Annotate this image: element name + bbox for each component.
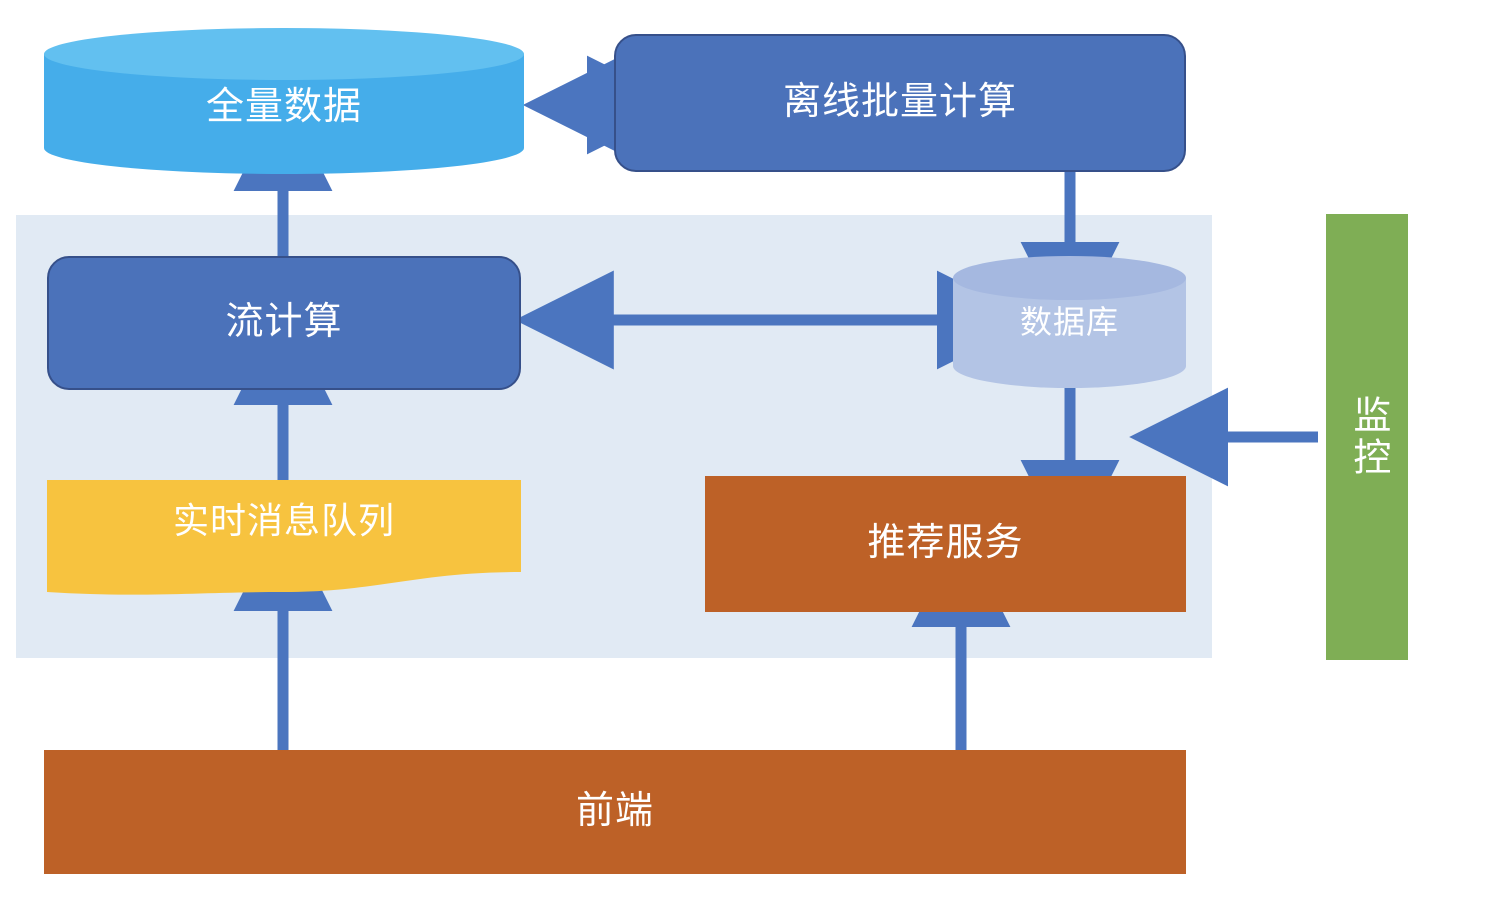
node-recommend-service-label: 推荐服务 [867,522,1024,565]
node-frontend[interactable]: 前端 [44,750,1186,874]
node-stream-compute-label: 流计算 [225,301,343,344]
node-monitor-label: 监控 [1346,395,1389,479]
node-monitor[interactable]: 监控 [1326,214,1408,660]
node-offline-batch[interactable]: 离线批量计算 [614,34,1186,172]
node-stream-compute[interactable]: 流计算 [47,256,521,390]
node-frontend-label: 前端 [575,790,654,833]
node-full-data-label: 全量数据 [205,86,362,128]
node-offline-batch-label: 离线批量计算 [782,81,1017,124]
node-message-queue[interactable]: 实时消息队列 [47,480,521,600]
node-message-queue-label: 实时消息队列 [172,500,395,541]
node-recommend-service[interactable]: 推荐服务 [705,476,1186,612]
node-full-data[interactable]: 全量数据 [44,28,524,174]
node-database-label: 数据库 [1019,304,1119,340]
node-database[interactable]: 数据库 [953,256,1186,388]
